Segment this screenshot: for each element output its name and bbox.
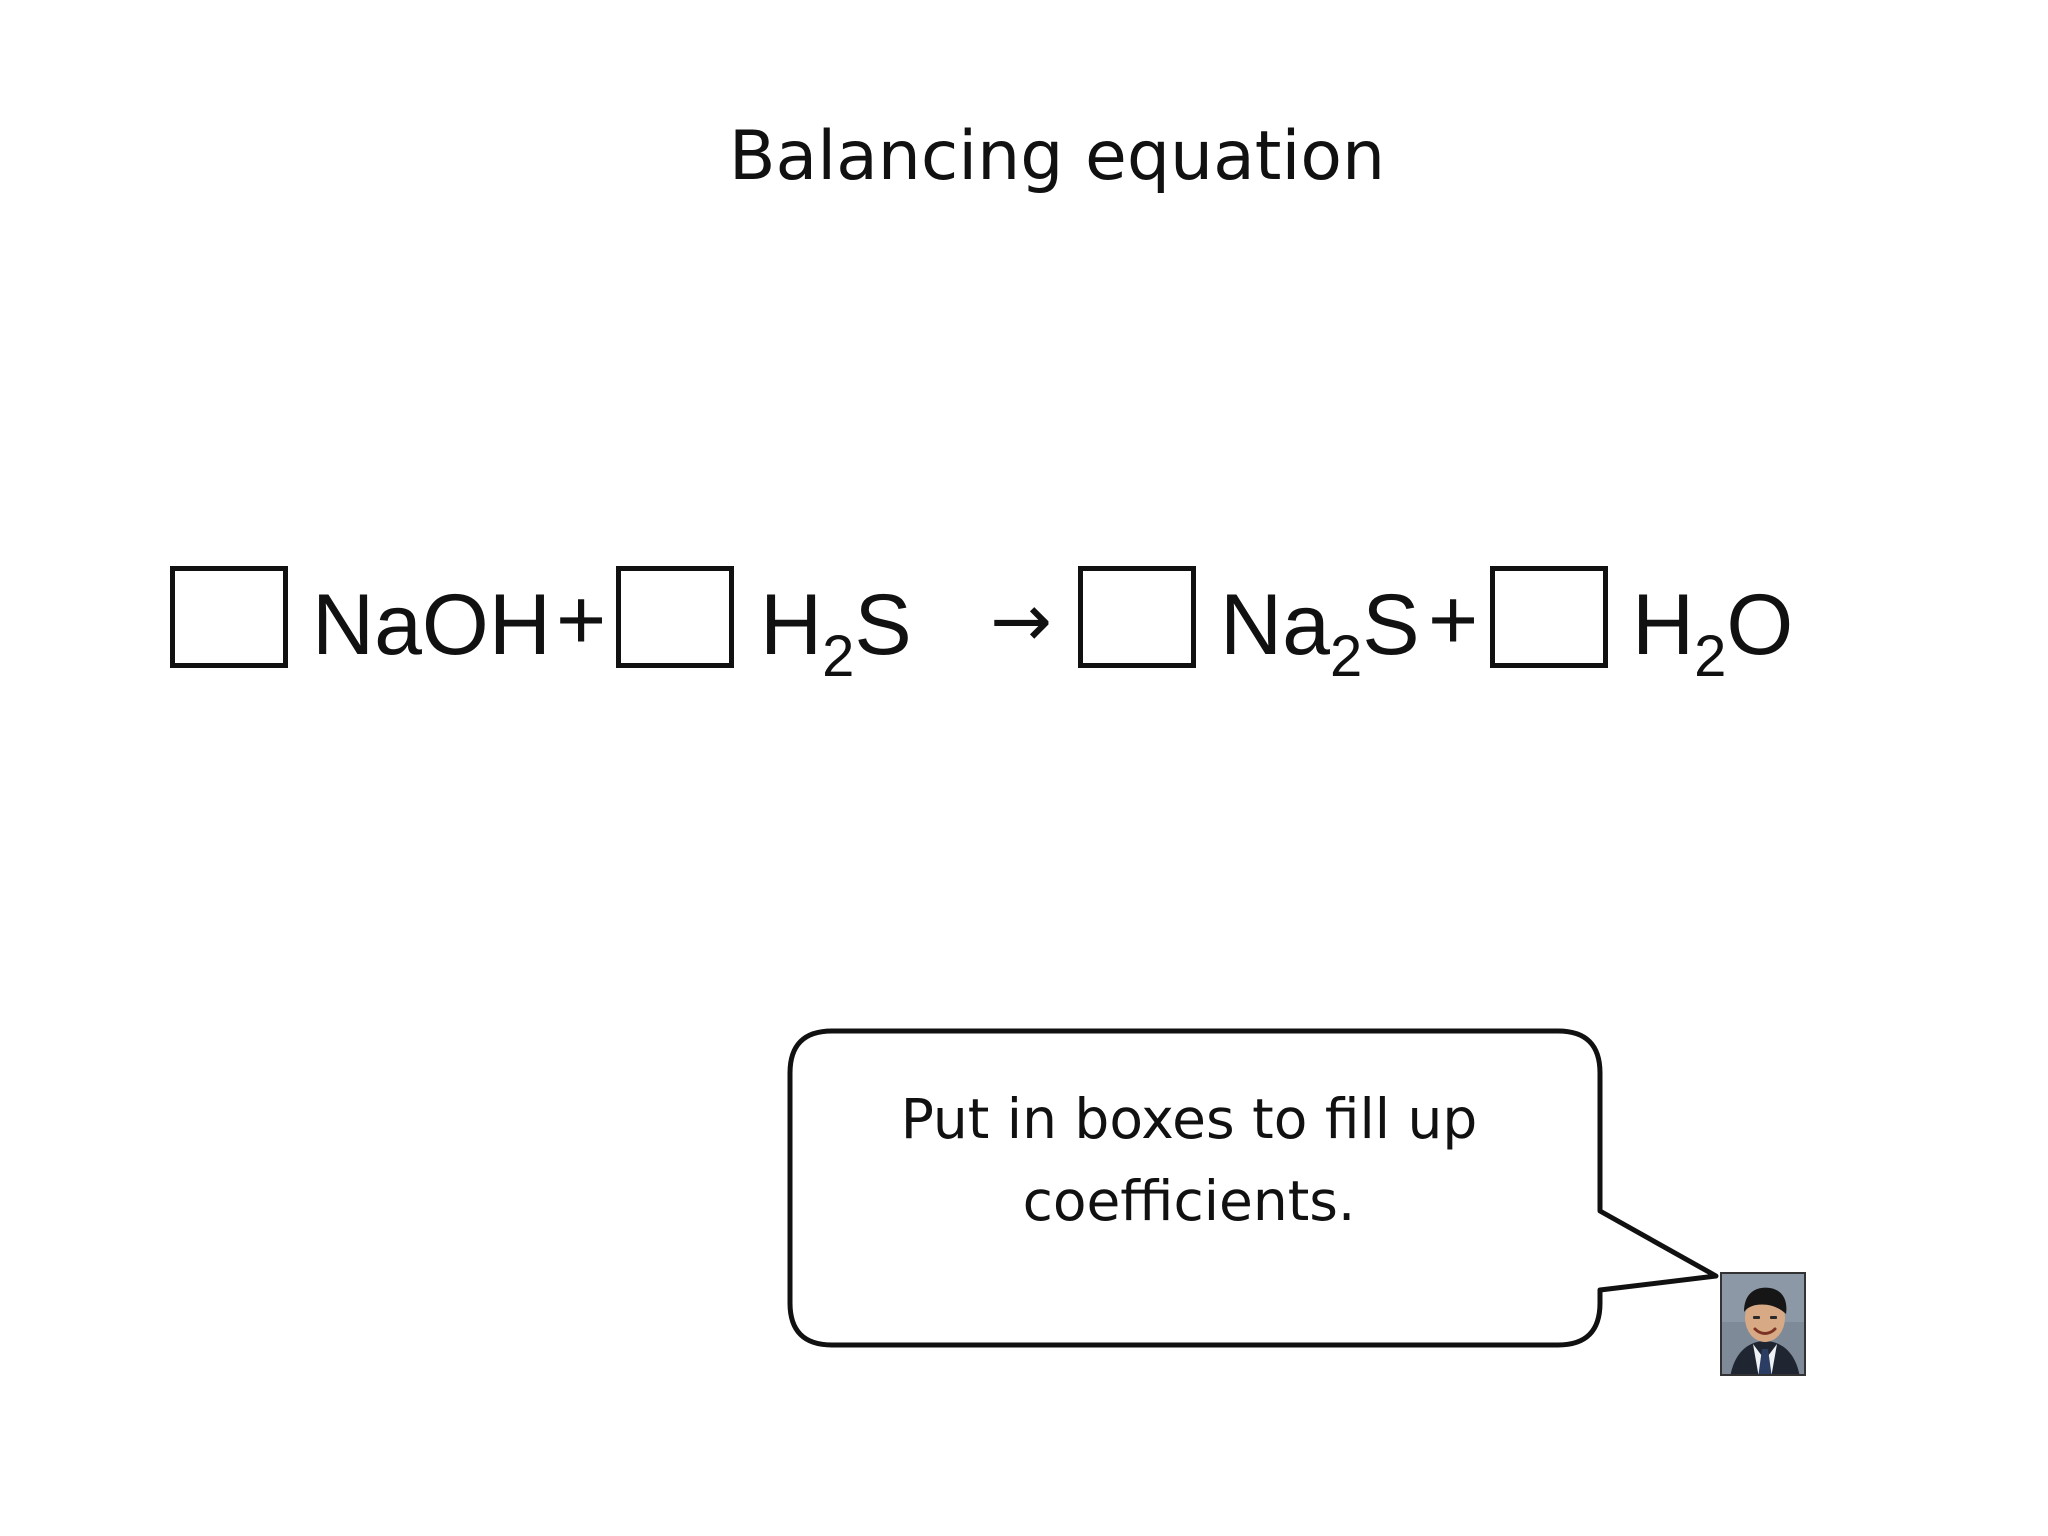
speech-bubble-line: Put in boxes to fill up — [900, 1087, 1478, 1151]
formula-text: H — [1632, 577, 1695, 673]
formula-text: H — [760, 577, 823, 673]
reactant-naoh: NaOH — [312, 575, 551, 675]
plus-sign: + — [556, 572, 607, 668]
formula-subscript: 2 — [1694, 624, 1727, 689]
formula-subscript: 2 — [1329, 624, 1363, 689]
coefficient-box-h2o[interactable] — [1490, 566, 1608, 668]
slide-title: Balancing equation — [728, 117, 1386, 196]
reaction-arrow-icon: → — [990, 578, 1053, 664]
formula-subscript: 2 — [822, 624, 855, 689]
product-na2s: Na2S — [1220, 575, 1420, 686]
presenter-photo-icon — [1720, 1272, 1806, 1376]
reactant-h2s: H2S — [760, 575, 912, 686]
presenter-photo-drawing — [1722, 1274, 1804, 1374]
formula-text: O — [1726, 577, 1794, 673]
coefficient-box-naoh[interactable] — [170, 566, 288, 668]
speech-bubble-text: Put in boxes to fill up coefficients. — [778, 1078, 1600, 1242]
coefficient-box-h2s[interactable] — [616, 566, 734, 668]
formula-text: NaOH — [312, 577, 551, 673]
coefficient-box-na2s[interactable] — [1078, 566, 1196, 668]
plus-sign: + — [1428, 572, 1479, 668]
speech-bubble-line: coefficients. — [1022, 1169, 1356, 1233]
product-h2o: H2O — [1632, 575, 1794, 686]
formula-text: S — [854, 577, 912, 673]
formula-text: Na — [1220, 577, 1330, 673]
formula-text: S — [1362, 577, 1420, 673]
